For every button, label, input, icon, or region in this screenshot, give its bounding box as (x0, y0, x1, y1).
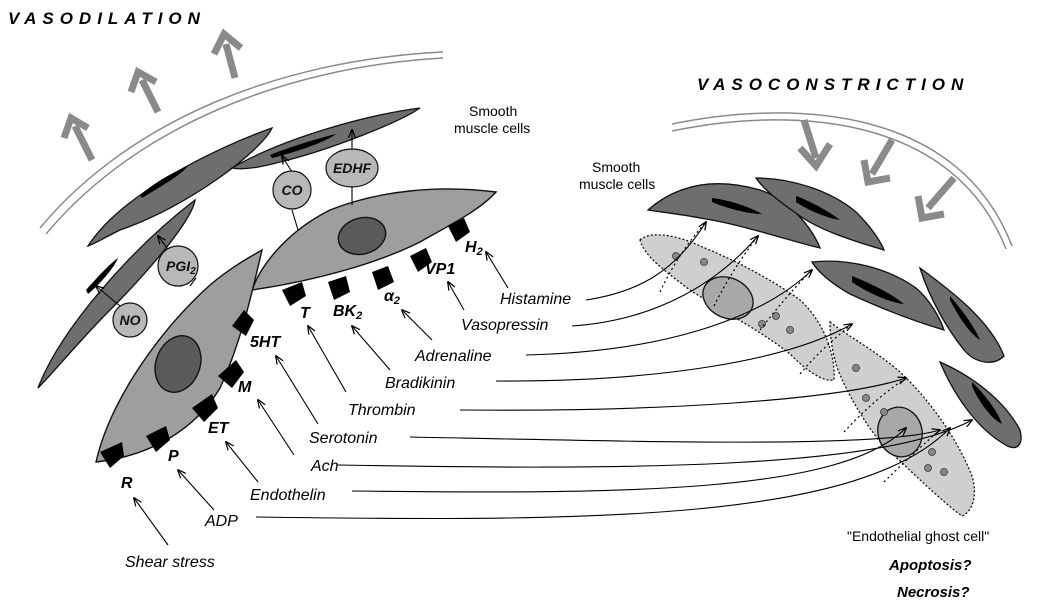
histamine-label: Histamine (500, 291, 571, 308)
smooth-muscle-caption-left-1: Smooth (469, 103, 517, 119)
ach-label: Ach (310, 458, 339, 475)
apoptosis-caption: Apoptosis? (888, 557, 972, 574)
endothelin-label: Endothelin (250, 487, 326, 504)
receptor-r-label: R (121, 475, 133, 492)
receptor-et-label: ET (208, 420, 230, 437)
adrenaline-label: Adrenaline (414, 348, 492, 365)
serotonin-label: Serotonin (309, 430, 378, 447)
receptor-bk2-label: BK2 (333, 303, 362, 322)
endothelial-ghost-cell-lower (830, 322, 974, 516)
receptor-vp1-label: VP1 (425, 261, 455, 278)
vasodilation-arrow-3 (214, 34, 241, 78)
receptor-t-label: T (300, 305, 311, 322)
vasodilation-arrow-2 (131, 72, 158, 112)
receptor-5ht-label: 5HT (250, 334, 281, 351)
smooth-muscle-caption-left-2: muscle cells (454, 120, 530, 136)
endothelial-ghost-cell-upper (640, 235, 834, 380)
vasoconstriction-arrow-1 (800, 120, 830, 166)
shear-stress-label: Shear stress (125, 554, 215, 571)
vasopressin-label: Vasopressin (461, 317, 549, 334)
receptor-alpha2-label: α2 (384, 288, 400, 307)
smooth-muscle-caption-right-2: muscle cells (579, 176, 655, 192)
vasoconstriction-arrow-3 (918, 178, 954, 218)
ghost-cell-caption: "Endothelial ghost cell" (847, 528, 989, 544)
constricted-smooth-muscle-5 (940, 362, 1021, 448)
co-label: CO (282, 182, 303, 198)
co-mediator: CO (273, 156, 311, 230)
adp-label: ADP (204, 513, 238, 530)
vasoconstriction-arrow-2 (864, 140, 892, 182)
smooth-muscle-caption-right-1: Smooth (592, 159, 640, 175)
thrombin-label: Thrombin (348, 402, 416, 419)
vasodilation-title: VASODILATION (8, 9, 206, 28)
receptor-h2-label: H2 (465, 239, 483, 258)
pgi2-mediator: PGI2 (158, 236, 198, 286)
receptor-m-label: M (238, 379, 252, 396)
bradikinin-label: Bradikinin (385, 375, 455, 392)
vasoconstriction-title: VASOCONSTRICTION (697, 75, 969, 94)
receptor-p-label: P (168, 448, 179, 465)
edhf-label: EDHF (333, 160, 372, 176)
vasodilation-arrow-1 (64, 118, 92, 160)
necrosis-caption: Necrosis? (897, 584, 970, 601)
no-label: NO (120, 312, 141, 328)
